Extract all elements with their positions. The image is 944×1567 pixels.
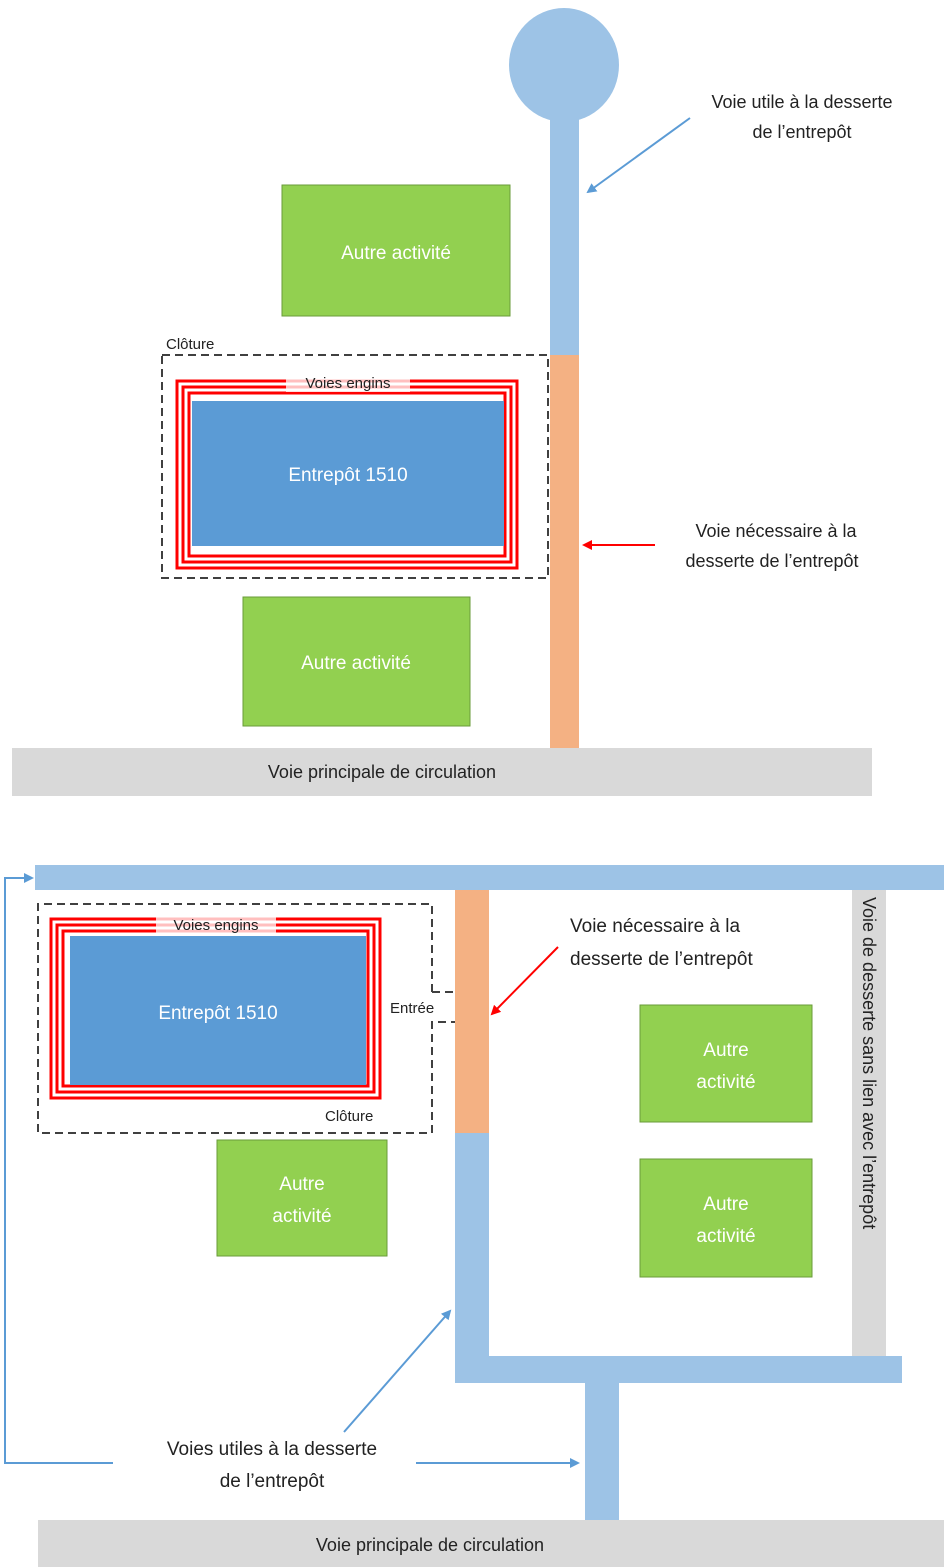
fire-lane-label-bg-2 [156, 916, 276, 933]
warehouse-box-2 [70, 936, 366, 1085]
necessary-road-arrow-2 [490, 946, 559, 1016]
useful-roads-callout-line2: de l’entrepôt [220, 1471, 325, 1492]
activity-box-top [281, 184, 511, 317]
entry-label: Entrée [390, 1000, 434, 1017]
unrelated-road-label: Voie de desserte sans lien avec l’entrep… [859, 897, 879, 1229]
necessary-road-callout-2-line1: Voie nécessaire à la [570, 916, 740, 937]
activity-right1-line2: activité [696, 1072, 755, 1093]
activity-box-left [216, 1139, 388, 1257]
fire-lane-label-2: Voies engins [173, 917, 258, 934]
fence-label: Clôture [166, 336, 214, 353]
main-road-label-2: Voie principale de circulation [316, 1535, 544, 1555]
top-useful-road [35, 865, 944, 890]
fence-dashed-2 [37, 903, 455, 1134]
activity-label-bottom: Autre activité [301, 653, 411, 674]
necessary-road [550, 355, 579, 748]
useful-roads-callout-line1: Voies utiles à la desserte [167, 1439, 377, 1460]
useful-road-callout-line1: Voie utile à la desserte [711, 92, 892, 112]
useful-road-to-main [585, 1383, 619, 1520]
useful-road-vertical [550, 100, 579, 356]
diagram-2: Voie de desserte sans lien avec l’entrep… [4, 865, 944, 1567]
activity-right2-line1: Autre [703, 1194, 748, 1215]
useful-road-horizontal-2 [455, 1356, 902, 1383]
activity-box-right-2 [639, 1158, 813, 1278]
fire-lane-label-bg [286, 374, 410, 392]
fence-dashed [161, 354, 549, 579]
activity-label-top: Autre activité [341, 243, 451, 264]
useful-road-arrow [586, 117, 691, 194]
activity-box-bottom [242, 596, 471, 727]
main-road-label-1: Voie principale de circulation [268, 762, 496, 782]
turnaround-circle [509, 8, 619, 122]
necessary-road-2 [455, 890, 489, 1134]
useful-arrow-to-vertical [343, 1309, 452, 1433]
activity-right1-line1: Autre [703, 1040, 748, 1061]
warehouse-label: Entrepôt 1510 [288, 465, 407, 486]
warehouse-box [192, 401, 504, 546]
useful-road-callout-line2: de l’entrepôt [752, 122, 851, 142]
fire-lane-label: Voies engins [305, 375, 390, 392]
fire-lane-inner [187, 391, 507, 558]
necessary-road-callout-2-line2: desserte de l’entrepôt [570, 949, 753, 970]
fence-label-2: Clôture [325, 1108, 373, 1125]
activity-left-line2: activité [272, 1206, 331, 1227]
main-road-2 [38, 1520, 944, 1567]
unrelated-road [852, 890, 886, 1356]
activity-left-line1: Autre [279, 1174, 324, 1195]
activity-box-right-1 [639, 1004, 813, 1123]
main-road-1 [12, 748, 872, 796]
necessary-road-callout-line1: Voie nécessaire à la [695, 521, 857, 541]
useful-road-vertical-2 [455, 1133, 489, 1383]
diagram-1: Autre activité Clôture Voies engins Entr… [12, 8, 893, 796]
useful-arrow-to-top [4, 873, 113, 1464]
necessary-road-callout-line2: desserte de l’entrepôt [685, 551, 858, 571]
warehouse-label-2: Entrepôt 1510 [158, 1003, 277, 1024]
activity-right2-line2: activité [696, 1226, 755, 1247]
